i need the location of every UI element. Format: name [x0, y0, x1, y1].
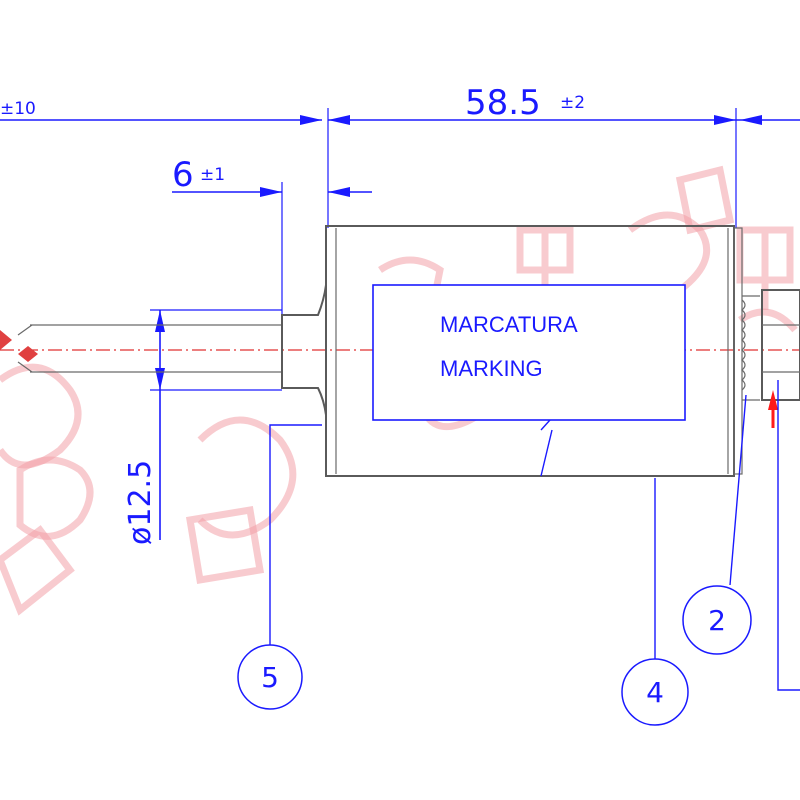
dim-boss-diameter-value: ø12.5	[123, 460, 158, 545]
balloon-2-number: 2	[708, 604, 726, 637]
marking-line-2: MARKING	[440, 356, 543, 381]
dim-overall-tolerance: ±10	[0, 99, 36, 119]
balloon-5-number: 5	[261, 661, 279, 694]
dimension-boss-diameter: ø12.5	[123, 309, 282, 545]
marking-box: MARCATURA MARKING	[372, 284, 686, 421]
marking-leader-2	[540, 429, 553, 477]
plunger-assembly	[733, 227, 800, 691]
dimension-overall: ±10	[0, 99, 322, 125]
dimension-boss-length: 6 ±1	[172, 155, 372, 315]
marking-line-1: MARCATURA	[440, 312, 578, 337]
leader-2	[729, 394, 747, 586]
balloon-4: 4	[621, 658, 689, 726]
balloon-4-number: 4	[646, 676, 664, 709]
dimension-body-length: 58.5 ±2	[327, 83, 800, 228]
dim-body-length-tolerance: ±2	[560, 93, 585, 113]
dim-body-length-value: 58.5	[465, 83, 541, 123]
dim-boss-length-tolerance: ±1	[200, 165, 225, 185]
leader-5	[269, 424, 322, 645]
balloon-2: 2	[682, 585, 752, 655]
dim-boss-length-value: 6	[172, 155, 194, 195]
lead-wires	[0, 324, 282, 373]
balloon-5: 5	[237, 644, 303, 710]
marking-leader	[540, 419, 551, 431]
